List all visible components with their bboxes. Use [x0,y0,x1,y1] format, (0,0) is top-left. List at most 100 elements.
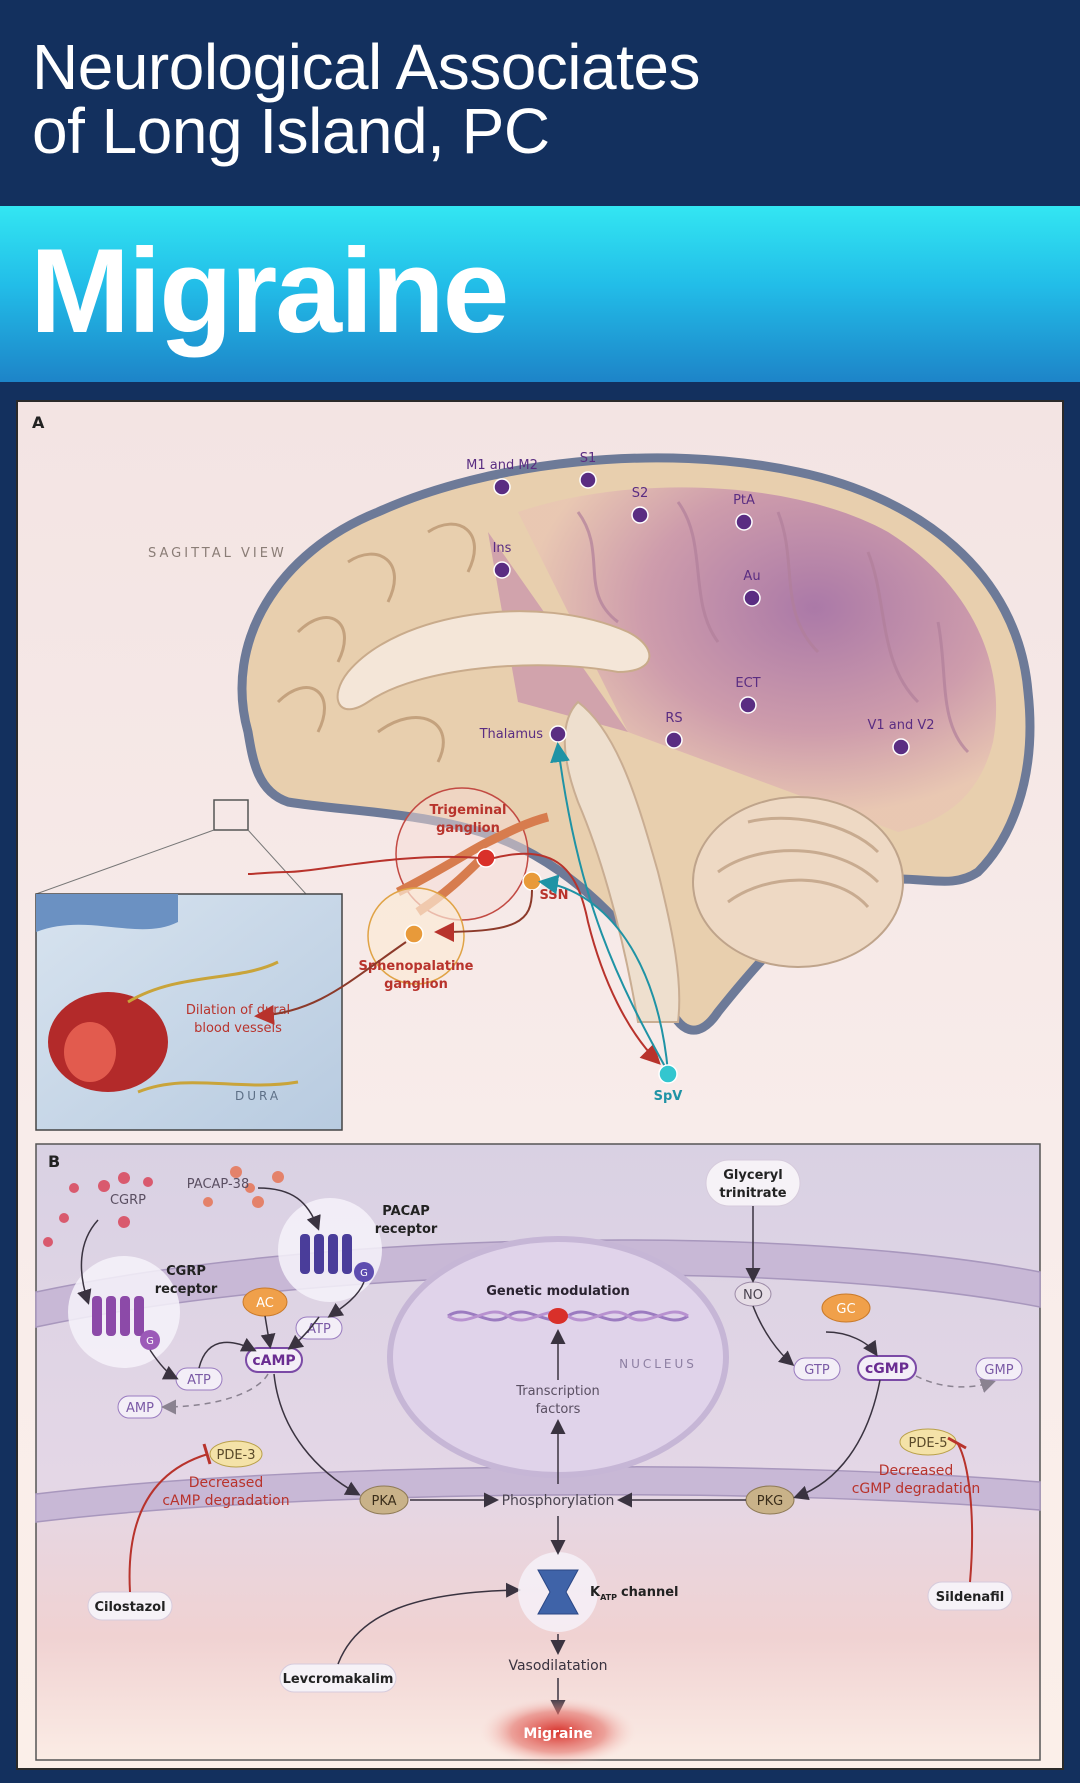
pacap-receptor: G PACAP receptor [278,1198,438,1302]
trigeminal-to-spv-path [493,852,661,1065]
region-label-rs: RS [665,711,682,726]
region-label-thalamus: Thalamus [479,727,544,742]
genetic-modulation-label: Genetic modulation [486,1284,630,1299]
header: Neurological Associates of Long Island, … [0,0,1080,206]
pacap-receptor-line1: PACAP [382,1204,430,1219]
region-label-s2: S2 [632,486,649,501]
region-dot-au [743,589,761,607]
panel-a-label: A [32,413,45,432]
ssn-dot [522,871,542,891]
amp-label: AMP [126,1401,154,1416]
trigeminal-label-line1: Trigeminal [430,803,507,818]
ssn-to-sphenopalatine-path [434,889,533,942]
gtp-label: GTP [804,1363,830,1378]
sildenafil-inhibition [957,1443,974,1583]
glyceryl-trinitrate-line1: Glyceryl [723,1168,782,1183]
cgmp-label: cGMP [865,1361,909,1377]
gtp-node [793,1357,841,1381]
practice-name-line2: of Long Island, PC [32,95,550,167]
region-dot-rs [665,731,683,749]
region-dot-ins [493,561,511,579]
pacap-molecules [203,1166,284,1208]
sphenopalatine-ganglion: Sphenopalatine ganglion [359,887,474,992]
region-label-ins: Ins [493,541,512,556]
cortical-regions: M1 and M2 S1 S2 PtA Ins Au ECT RS V1 and… [466,451,935,756]
dura-label: DURA [235,1089,281,1103]
decreased-cgmp-line2: cGMP degradation [852,1481,981,1497]
atp-label-right: ATP [307,1322,331,1337]
pde3-node [209,1440,263,1468]
atp-label-left: ATP [187,1373,211,1388]
spv-to-thalamus-path [550,742,669,1073]
spv-to-ssn-path [538,874,669,1073]
pde3-label: PDE-3 [216,1448,255,1463]
sphenopalatine-label-line2: ganglion [384,977,448,992]
cgrp-receptor-line1: CGRP [166,1264,206,1279]
cgmp-node [857,1355,917,1381]
ssn-label: SSN [539,888,568,903]
dura-inset: Dilation of dural blood vessels DURA [35,893,343,1131]
title-banner: Migraine [0,206,1080,382]
region-label-m1m2: M1 and M2 [466,458,538,473]
migraine-pathway-diagram: A SAGITTAL VIEW M1 and M2 S1 S2 PtA Ins … [32,413,1041,1766]
trigeminal-ganglion: Trigeminal ganglion [395,787,550,921]
pka-label: PKA [371,1494,396,1509]
transcription-factors-line2: factors [536,1402,581,1417]
spv-label: SpV [654,1089,683,1104]
pka-node [359,1485,409,1515]
ac-label: AC [256,1296,274,1311]
transcription-factors-line1: Transcription [515,1384,600,1399]
region-dot-v1v2 [892,738,910,756]
region-dot-pta [735,513,753,531]
no-label: NO [743,1288,763,1303]
pde5-label: PDE-5 [908,1436,947,1451]
trigeminal-to-dura-path [247,855,481,875]
cgrp-molecules [43,1172,153,1247]
sildenafil-label: Sildenafil [936,1590,1005,1605]
pacap-receptor-line2: receptor [375,1222,438,1237]
spv-dot [658,1064,678,1084]
decreased-cgmp-line1: Decreased [879,1463,954,1479]
phosphorylation-label: Phosphorylation [502,1493,615,1509]
region-dot-thalamus [549,725,567,743]
panel-b-label: B [48,1152,60,1171]
practice-name-line1: Neurological Associates [32,31,700,103]
trigeminal-label-line2: ganglion [436,821,500,836]
cgrp-g-protein: G [146,1336,154,1347]
migraine-outcome-label: Migraine [523,1726,592,1742]
panel-b: NUCLEUS Genetic modulation Transcription… [35,1143,1041,1766]
camp-label: cAMP [252,1353,295,1369]
cilostazol-label: Cilostazol [94,1600,165,1615]
pacap-g-protein: G [360,1268,368,1279]
levcromakalim-label: Levcromakalim [283,1672,394,1687]
cgrp-receptor: G CGRP receptor [68,1256,218,1368]
glyceryl-trinitrate-line2: trinitrate [719,1186,786,1201]
cgrp-receptor-line2: receptor [155,1282,218,1297]
region-label-au: Au [743,569,760,584]
decreased-camp-line1: Decreased [189,1475,264,1491]
region-dot-m1m2 [493,478,511,496]
region-label-v1v2: V1 and V2 [867,718,934,733]
region-dot-s2 [631,506,649,524]
sagittal-view-label: SAGITTAL VIEW [148,546,287,561]
illustration-panel: A SAGITTAL VIEW M1 and M2 S1 S2 PtA Ins … [16,400,1064,1770]
dilation-label-line1: Dilation of dural [186,1003,290,1018]
nucleus-label: NUCLEUS [619,1357,697,1371]
migraine-glow [480,1698,636,1766]
gmp-node [975,1357,1023,1381]
region-dot-ect [739,696,757,714]
brain-illustration [237,453,1035,1035]
sphenopalatine-label-line1: Sphenopalatine [359,959,474,974]
katp-channel-word: channel [621,1585,679,1600]
region-dot-s1 [579,471,597,489]
region-label-s1: S1 [580,451,597,466]
decreased-camp-line2: cAMP degradation [162,1493,289,1509]
katp-channel [537,1569,579,1615]
cilostazol-inhibition [128,1453,209,1593]
cgrp-ligand-label: CGRP [110,1193,146,1208]
gc-node [821,1293,871,1323]
zoom-box [213,799,249,831]
region-label-pta: PtA [733,493,755,508]
katp-k: K [590,1585,601,1600]
